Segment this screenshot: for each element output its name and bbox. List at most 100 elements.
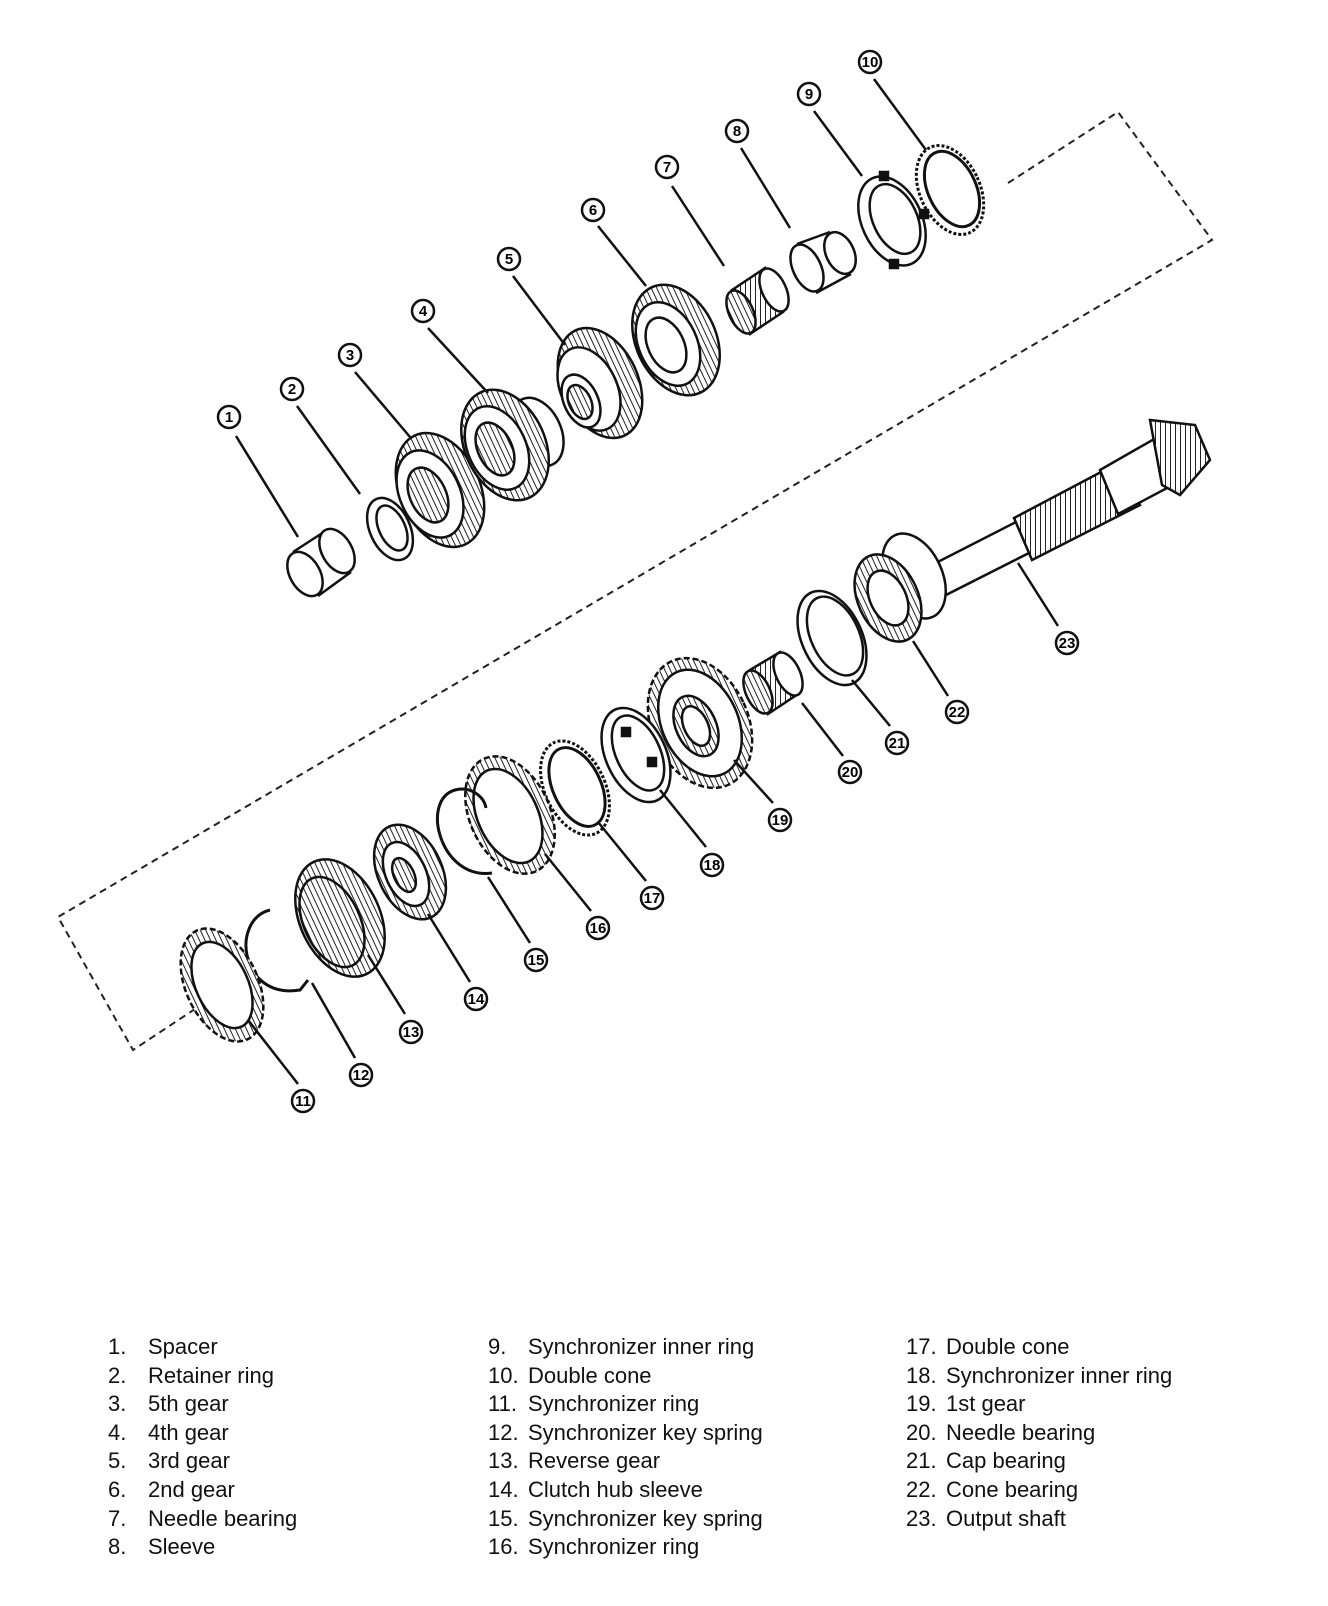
leader-line-6 xyxy=(597,225,647,287)
legend-item-number: 21. xyxy=(906,1448,937,1474)
callout-number: 3 xyxy=(346,347,354,364)
legend-item: 5.3rd gear xyxy=(108,1447,297,1476)
callout-circle xyxy=(496,246,522,272)
part-retainer-ring xyxy=(365,496,415,562)
leader-line-18 xyxy=(659,789,707,848)
callout-number: 2 xyxy=(288,381,296,398)
callout-10: 10 xyxy=(857,49,883,75)
legend-item-label: Synchronizer inner ring xyxy=(528,1334,755,1359)
callout-number: 20 xyxy=(842,764,859,781)
callout-number: 1 xyxy=(225,409,233,426)
legend-item-number: 11. xyxy=(488,1391,517,1417)
callout-number: 12 xyxy=(353,1067,370,1084)
callout-14: 14 xyxy=(463,986,489,1012)
legend-item-label: Clutch hub sleeve xyxy=(528,1476,703,1502)
legend-item-number: 7. xyxy=(108,1505,127,1531)
callout-11: 11 xyxy=(290,1088,316,1114)
callout-circle xyxy=(796,81,822,107)
callout-circle xyxy=(639,885,665,911)
callout-1: 1 xyxy=(216,404,242,430)
callout-number: 16 xyxy=(590,920,607,937)
callout-16: 16 xyxy=(585,915,611,941)
legend-item-label: Output shaft xyxy=(946,1505,1066,1531)
leader-line-19 xyxy=(733,759,774,804)
legend-item-number: 8. xyxy=(108,1534,127,1560)
legend-item-number: 15. xyxy=(488,1505,519,1531)
callout-number: 6 xyxy=(589,202,597,219)
legend-item: 2.Retainer ring xyxy=(108,1362,297,1391)
leader-line-1 xyxy=(234,435,300,538)
legend-item-number: 2. xyxy=(108,1362,127,1388)
leader-line-15 xyxy=(486,876,532,944)
legend-item-number: 20. xyxy=(906,1419,937,1445)
leader-line-9 xyxy=(812,110,864,177)
legend-item-number: 22. xyxy=(906,1476,937,1502)
callout-21: 21 xyxy=(884,730,910,756)
leader-line-23 xyxy=(1016,562,1060,627)
callout-circle xyxy=(767,807,793,833)
callout-circle xyxy=(279,376,305,402)
legend-item: 19.1st gear xyxy=(906,1390,1172,1419)
legend-item-number: 1. xyxy=(108,1334,127,1359)
leader-line-17 xyxy=(597,821,647,882)
callout-number: 19 xyxy=(772,812,789,829)
legend-item: 16.Synchronizer ring xyxy=(488,1533,763,1562)
legend-item-label: Double cone xyxy=(946,1334,1070,1359)
callout-number: 14 xyxy=(468,991,485,1008)
callout-6: 6 xyxy=(580,197,606,223)
legend-item-label: 3rd gear xyxy=(148,1448,230,1474)
legend-item-label: Double cone xyxy=(528,1362,652,1388)
callout-number: 18 xyxy=(704,857,721,874)
part-double-cone-upper xyxy=(914,144,986,236)
legend-item-number: 18. xyxy=(906,1362,937,1388)
callout-18: 18 xyxy=(699,852,725,878)
legend-item: 18.Synchronizer inner ring xyxy=(906,1362,1172,1391)
part-synchronizer-ring-left xyxy=(179,927,265,1043)
callout-circle xyxy=(585,915,611,941)
callout-20: 20 xyxy=(837,759,863,785)
part-3rd-gear xyxy=(556,326,644,440)
legend-item-label: Needle bearing xyxy=(946,1419,1096,1445)
callout-number: 17 xyxy=(644,890,661,907)
legend-item: 8.Sleeve xyxy=(108,1533,297,1562)
callout-number: 23 xyxy=(1059,635,1076,652)
part-5th-gear xyxy=(394,431,486,549)
callout-circle xyxy=(348,1062,374,1088)
callout-number: 7 xyxy=(663,159,671,176)
leader-lines xyxy=(234,78,1060,1085)
leader-line-10 xyxy=(872,78,928,151)
legend-item: 10.Double cone xyxy=(488,1362,763,1391)
legend-item-number: 13. xyxy=(488,1448,519,1474)
callout-circle xyxy=(724,118,750,144)
legend-item: 9. Synchronizer inner ring xyxy=(488,1333,763,1362)
callout-circle xyxy=(580,197,606,223)
callout-circle xyxy=(884,730,910,756)
legend-item-number: 17. xyxy=(906,1334,937,1359)
callout-circle xyxy=(699,852,725,878)
legend-item-number: 9. xyxy=(488,1334,507,1359)
callout-number: 11 xyxy=(295,1093,311,1110)
callout-circle xyxy=(398,1019,424,1045)
callout-23: 23 xyxy=(1054,630,1080,656)
callout-number: 8 xyxy=(733,123,741,140)
callout-circle xyxy=(944,699,970,725)
legend-item: 20. Needle bearing xyxy=(906,1419,1172,1448)
legend-item-number: 23. xyxy=(906,1505,937,1531)
part-4th-gear xyxy=(459,388,565,502)
legend-item: 14.Clutch hub sleeve xyxy=(488,1476,763,1505)
legend-item: 17. Double cone xyxy=(906,1333,1172,1362)
part-needle-bearing-lower xyxy=(742,650,804,716)
legend-item-number: 19. xyxy=(906,1391,937,1417)
callout-22: 22 xyxy=(944,699,970,725)
legend-item-number: 12. xyxy=(488,1419,519,1445)
part-2nd-gear xyxy=(630,283,722,397)
callout-number: 4 xyxy=(419,303,428,320)
callout-number: 22 xyxy=(949,704,966,721)
leader-line-21 xyxy=(851,679,891,727)
legend-item-label: 4th gear xyxy=(148,1419,229,1445)
legend-item: 13.Reverse gear xyxy=(488,1447,763,1476)
